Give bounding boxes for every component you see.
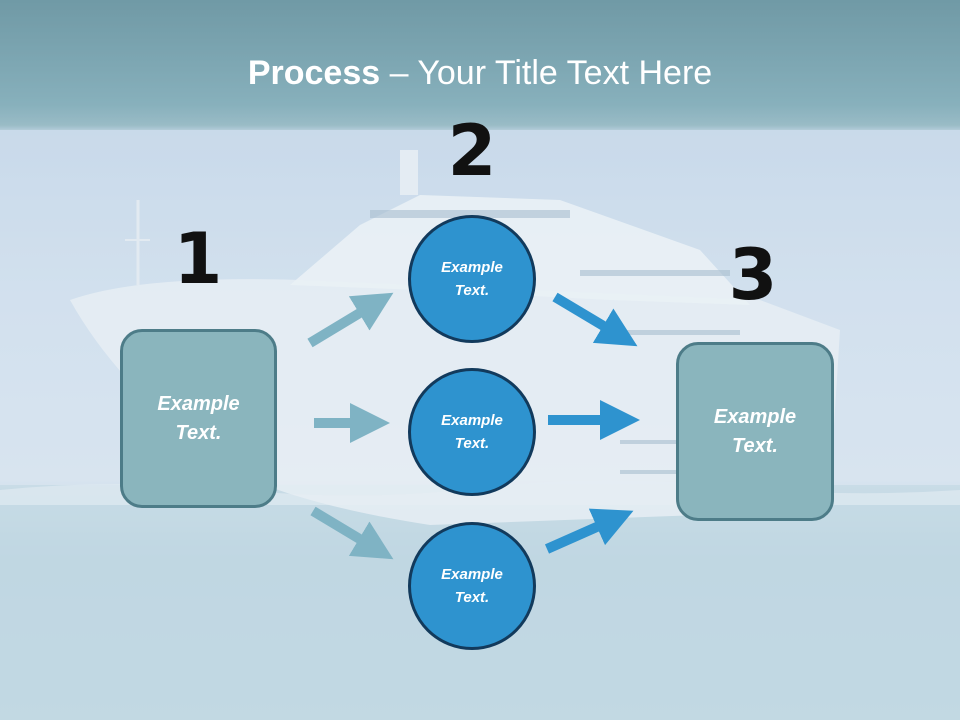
step-number-3: 3 bbox=[728, 234, 778, 316]
title-band bbox=[0, 0, 960, 130]
circle-middle-text: Example Text. bbox=[441, 412, 503, 452]
arrow-1-to-top bbox=[307, 292, 394, 348]
circle-top-text: Example Text. bbox=[441, 259, 503, 299]
step-2-circle-top: Example Text. bbox=[408, 215, 536, 343]
step-number-2: 2 bbox=[447, 110, 497, 192]
step-3-text: Example Text. bbox=[713, 405, 797, 457]
step-number-1: 1 bbox=[173, 218, 223, 300]
step-3-box: Example Text. bbox=[676, 342, 834, 521]
arrow-bottom-to-3 bbox=[544, 508, 634, 554]
step-2-circle-bottom: Example Text. bbox=[408, 522, 536, 650]
circle-bottom-text: Example Text. bbox=[441, 566, 503, 606]
title-bold: Process bbox=[247, 54, 381, 92]
step-2-circle-middle: Example Text. bbox=[408, 368, 536, 496]
slide-title: Process – Your Title Text Here bbox=[0, 54, 960, 93]
arrow-1-to-bottom bbox=[310, 506, 394, 560]
step-1-box: Example Text. bbox=[120, 329, 277, 508]
step-1-text: Example Text. bbox=[157, 392, 240, 444]
title-rest: – Your Title Text Here bbox=[380, 54, 713, 92]
arrow-top-to-3 bbox=[552, 292, 638, 347]
